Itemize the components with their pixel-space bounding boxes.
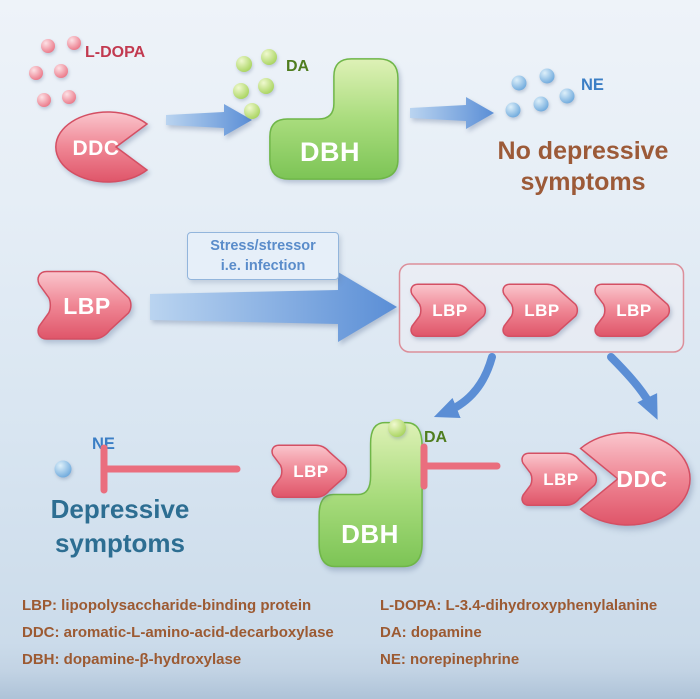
ldopa-dot [62,90,76,104]
legend-right-column: L-DOPA: L-3.4-dihydroxyphenylalanine DA:… [380,592,657,673]
outcome-no-depressive-line2: symptoms [520,168,646,196]
ldopa-label: L-DOPA [85,44,146,61]
ldopa-dot [37,93,51,107]
ldopa-dot [41,39,55,53]
ne-label: NE [581,76,604,94]
ne-label-bottom: NE [92,435,115,453]
release-arrow-right [607,353,658,420]
legend-item-ne: NE: norepinephrine [380,651,520,668]
reaction-arrow-2 [410,97,494,129]
release-arrow-left [433,353,496,419]
ldopa-dot [54,64,68,78]
legend-item-ldopa: L-DOPA: L-3.4-dihydroxyphenylalanine [380,597,658,614]
ne-dot [505,102,521,118]
inhibition-bar-da [420,443,501,490]
legend-item-lbp: LBP: lipopolysaccharide-binding protein [22,597,312,614]
lbp-bound-ddc-label: LBP [543,470,579,489]
da-dot [233,83,249,99]
stress-line1: Stress/stressor [210,238,316,254]
ddc-inhibited-label: DDC [616,466,667,492]
outcome-no-depressive: No depressive symptoms [468,136,698,198]
legend-item-dbh: DBH: dopamine-β-hydroxylase [22,651,242,668]
ne-dot-bottom [54,460,72,478]
outcome-depressive-line1: Depressive [50,494,190,524]
legend-item-ddc: DDC: aromatic-L-amino-acid-decarboxylase [22,624,334,641]
dbh-enzyme-label: DBH [300,137,360,167]
stress-arrow [150,272,397,342]
da-dot [258,78,274,94]
ldopa-dot [29,66,43,80]
ne-dot [511,75,527,91]
dbh-inhibited-label: DBH [341,519,399,549]
ne-dot [559,88,575,104]
lbp-copy-2-label: LBP [524,301,560,320]
ne-molecules [505,68,575,118]
outcome-depressive-line2: symptoms [54,528,186,558]
inhibition-bar-ne [100,444,241,494]
da-molecules [233,49,277,119]
stress-callout: Stress/stressor i.e. infection [187,232,339,280]
da-dot [261,49,277,65]
da-dot [236,56,252,72]
da-label: DA [286,58,310,75]
ddc-enzyme-label: DDC [73,137,120,160]
legend-left-column: LBP: lipopolysaccharide-binding protein … [22,592,334,673]
outcome-depressive: Depressive symptoms [8,492,232,560]
lbp-copy-1-label: LBP [432,301,468,320]
ldopa-molecules [29,36,81,107]
outcome-no-depressive-line1: No depressive [497,137,669,165]
reaction-arrow-1 [166,104,252,136]
da-dot [244,103,260,119]
da-dot-bottom [388,419,406,437]
lbp-protein-label: LBP [63,293,111,319]
ldopa-dot [67,36,81,50]
stress-line2: i.e. infection [220,258,306,274]
ne-dot [533,96,549,112]
lbp-copy-3-label: LBP [616,301,652,320]
ne-dot [539,68,555,84]
legend-item-da: DA: dopamine [380,624,482,641]
lbp-bound-dbh-label: LBP [293,462,329,481]
da-label-bottom: DA [424,429,448,446]
